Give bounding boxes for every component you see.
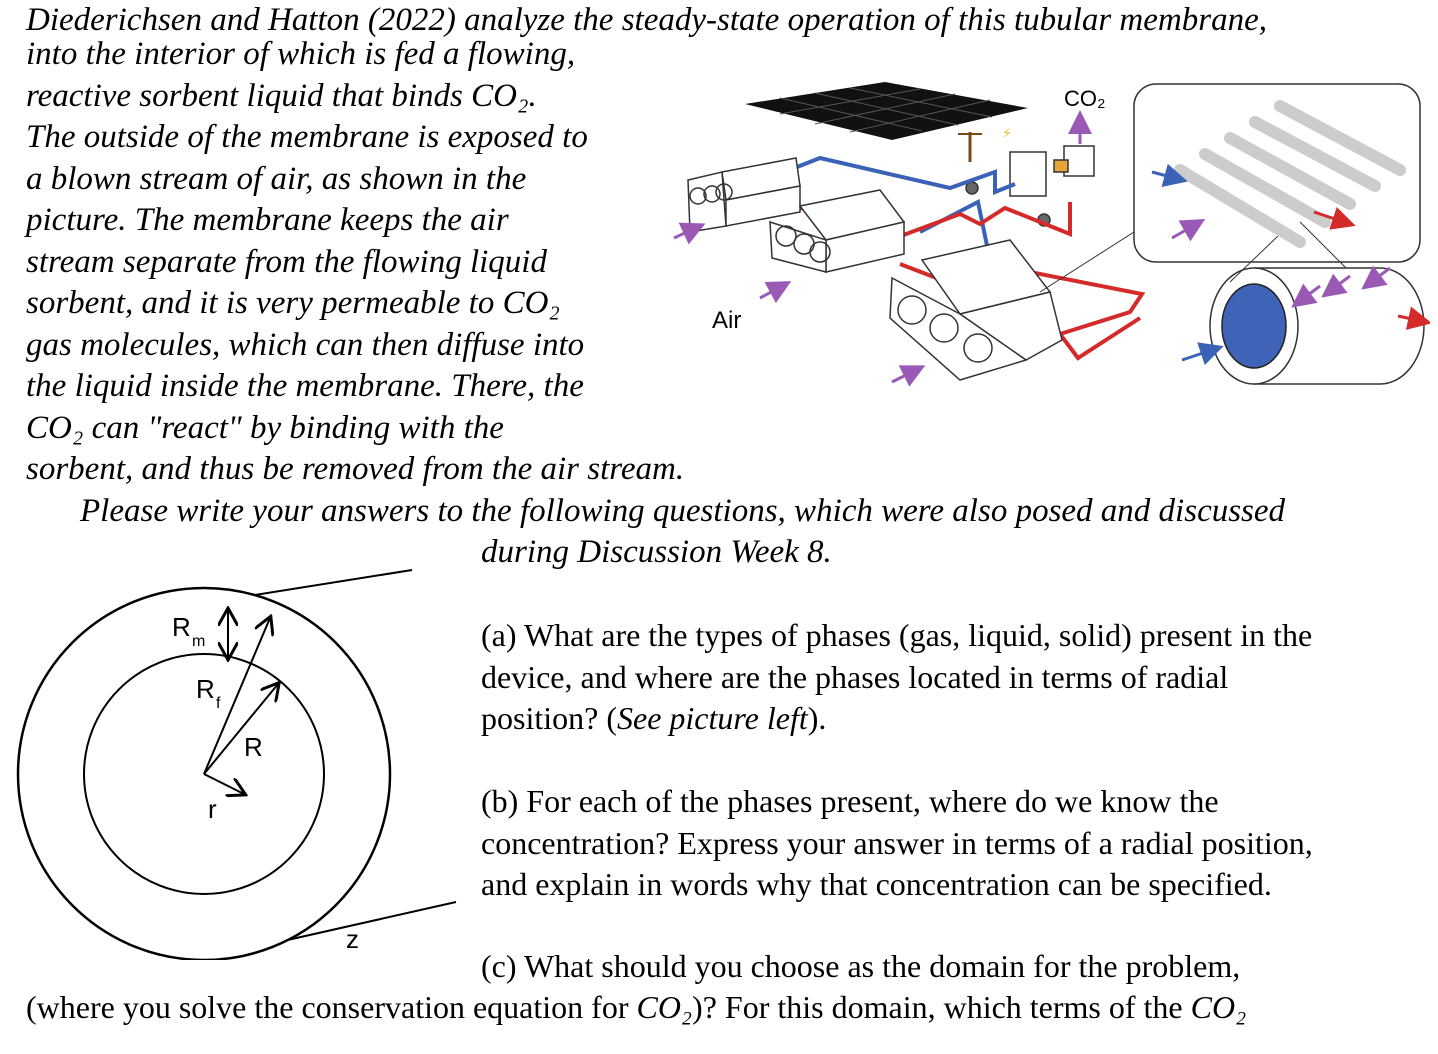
question-b-line-2: concentration? Express your answer in te… [481,825,1313,861]
solar-panel-icon: ⚡ [745,82,1028,162]
intro-line-6: picture. The membrane keeps the air [26,202,509,238]
blower-unit-2 [769,189,906,273]
intro-line-1: Diederichsen and Hatton (2022) analyze t… [26,2,1267,38]
question-b-line-3: and explain in words why that concentrat… [481,866,1272,902]
svg-text:⚡: ⚡ [1002,125,1012,141]
intro-line-12: sorbent, and thus be removed from the ai… [26,451,685,487]
question-c-line-1: (c) What should you choose as the domain… [481,948,1241,984]
label-z: z [346,924,359,954]
label-rm: R [172,612,191,642]
air-flow-arrows [673,222,926,387]
instructions-line-2: during Discussion Week 8. [481,534,832,570]
question-c-line-2: (where you solve the conservation equati… [26,987,1246,1028]
question-c-line-2-b: CO₂ [636,989,693,1025]
label-rm-sub: m [192,633,205,650]
label-rf-sub: f [216,695,221,712]
question-a-line-1: (a) What are the types of phases (gas, l… [481,617,1313,653]
question-a-line-3-post: ). [807,700,827,736]
label-rf: R [196,674,215,704]
intro-line-9: gas molecules, which can then diffuse in… [26,327,585,363]
intro-line-2: into the interior of which is fed a flow… [26,36,576,72]
question-a-line-3-pre: position? ( [481,700,617,736]
intro-line-5: a blown stream of air, as shown in the [26,161,527,197]
membrane-inset [1039,83,1421,293]
blower-unit-3 [889,239,1063,381]
intro-line-8: sorbent, and it is very permeable to CO₂ [26,285,560,321]
label-r-lower: r [208,794,217,824]
co2-label: CO₂ [1064,86,1106,111]
intro-line-10: the liquid inside the membrane. There, t… [26,368,584,404]
controller-box-icon [965,145,1095,227]
intro-line-4: The outside of the membrane is exposed t… [26,119,588,155]
question-a-line-3-italic: See picture left [616,700,808,736]
question-c-line-2-d: CO₂ [1190,989,1247,1025]
label-r-upper: R [244,732,263,762]
single-tube-icon [1181,221,1430,385]
air-label: Air [712,307,741,334]
device-figure: ⚡ CO₂ Air [673,82,1430,387]
intro-line-3: reactive sorbent liquid that binds CO₂. [26,78,537,114]
question-c-line-2-c: )? For this domain, which terms of the [692,989,1191,1025]
blower-unit-1 [687,157,801,233]
intro-line-11: CO₂ can "react" by binding with the [26,410,504,446]
instructions-line-1: Please write your answers to the followi… [80,493,1286,529]
cross-section-figure: R m R f R r z [16,569,457,960]
question-b-line-1: (b) For each of the phases present, wher… [481,783,1219,819]
question-c-line-2-a: (where you solve the conservation equati… [26,989,637,1025]
intro-line-7: stream separate from the flowing liquid [26,244,547,280]
question-a-line-2: device, and where are the phases located… [481,659,1229,695]
question-a-line-3: position? (See picture left). [481,698,826,739]
